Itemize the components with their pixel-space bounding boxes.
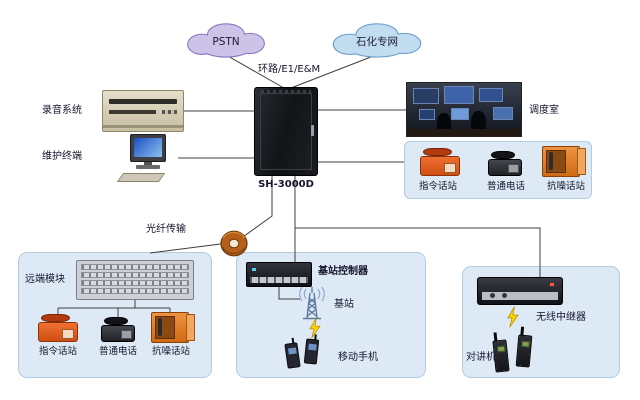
recorder-slot [109, 110, 156, 115]
noise-proof-phone-label: 抗噪话站 [151, 346, 190, 357]
handset [423, 148, 452, 157]
knob [490, 293, 495, 298]
monitor-screen [419, 109, 435, 120]
device-front-panel [250, 277, 308, 283]
device-front-panel [482, 292, 558, 300]
walkie-talkies-icon [492, 332, 542, 374]
phone-screen [308, 343, 317, 351]
recorder-slot [109, 99, 177, 104]
keyboard-icon [116, 173, 166, 182]
walkie-talkie [515, 334, 533, 368]
handset [41, 314, 70, 323]
main-switch-cabinet [254, 87, 318, 176]
mobile-phone [303, 338, 320, 365]
cabinet-latch [311, 124, 314, 136]
knob [502, 293, 507, 298]
noise-proof-phone-icon [542, 146, 587, 177]
wireless-repeater-label: 无线中继器 [536, 312, 586, 323]
monitor-screen [479, 88, 503, 102]
command-phone-icon [38, 314, 78, 342]
keypad [121, 330, 132, 340]
mobile-phone-label: 移动手机 [338, 352, 378, 363]
handset [490, 151, 516, 159]
pstn-cloud: PSTN [183, 20, 269, 60]
monitor-screen [493, 107, 513, 120]
command-phone-label: 指令话站 [418, 181, 457, 192]
recorder-base [103, 125, 183, 128]
radio-screen [521, 340, 530, 348]
rack-shelf [81, 272, 189, 278]
cabinet-label: SH-3000D [258, 179, 314, 190]
pstn-label: PSTN [212, 35, 240, 48]
remote-module-rack [76, 260, 194, 300]
handset [103, 317, 129, 325]
monitor-screen [413, 88, 439, 104]
petro-network-label: 石化专网 [356, 36, 398, 48]
dispatch-room-photo [406, 82, 522, 137]
recording-system-device [102, 90, 184, 132]
base-station-antenna-icon [299, 286, 325, 320]
ordinary-phone-label: 普通电话 [486, 181, 525, 192]
command-phone-icon [420, 148, 460, 176]
ordinary-phone-icon [101, 317, 135, 342]
rack-shelf [81, 288, 189, 294]
mobile-phones-icon [284, 338, 328, 370]
monitor-stand [144, 162, 152, 165]
ordinary-phone-icon [488, 151, 522, 176]
rack-shelf [81, 280, 189, 286]
wireless-repeater-device [477, 277, 563, 305]
desk [407, 129, 521, 136]
base-station-controller-label: 基站控制器 [318, 266, 368, 277]
recording-system-label: 录音系统 [42, 105, 82, 116]
trunk-label: 环路/E1/E&M [258, 64, 321, 75]
led-indicator [252, 268, 256, 271]
monitor-screen [451, 108, 469, 120]
fiber-transmission-label: 光纤传输 [146, 224, 186, 235]
petro-network-cloud: 石化专网 [328, 20, 426, 60]
lightning-icon [309, 318, 321, 338]
monitor-screen [134, 138, 162, 157]
fiber-coil-icon [220, 230, 248, 257]
box-door [576, 147, 587, 176]
base-station-controller-device [246, 262, 312, 287]
box-door [185, 313, 196, 342]
maintenance-terminal-label: 维护终端 [42, 151, 82, 162]
phone-screen [287, 347, 297, 355]
keypad [61, 328, 75, 339]
cloud-shape-icon [187, 23, 265, 58]
recorder-buttons [162, 110, 177, 115]
monitor-base [136, 165, 160, 169]
keypad [508, 164, 519, 174]
monitor-icon [130, 134, 166, 162]
cabinet-door [260, 93, 312, 170]
lightning-icon [507, 306, 519, 328]
base-station-label: 基站 [334, 299, 354, 310]
handset [157, 318, 163, 336]
intercom-label: 对讲机 [466, 352, 496, 363]
cabinet-vent [261, 90, 311, 93]
ordinary-phone-label: 普通电话 [98, 346, 137, 357]
keypad [443, 162, 457, 173]
noise-proof-phone-icon [151, 312, 196, 343]
radio-screen [496, 345, 506, 353]
maintenance-terminal-device [116, 134, 178, 184]
monitor-screen [444, 86, 474, 104]
mobile-phone [284, 342, 301, 369]
rack-shelf [81, 264, 189, 270]
remote-module-label: 远端模块 [25, 274, 65, 285]
led-indicator [550, 283, 554, 286]
cloud-shape-icon [332, 23, 422, 58]
dispatch-room-label: 调度室 [529, 105, 559, 116]
noise-proof-phone-label: 抗噪话站 [546, 181, 585, 192]
handset [548, 152, 554, 170]
command-phone-label: 指令话站 [38, 346, 77, 357]
